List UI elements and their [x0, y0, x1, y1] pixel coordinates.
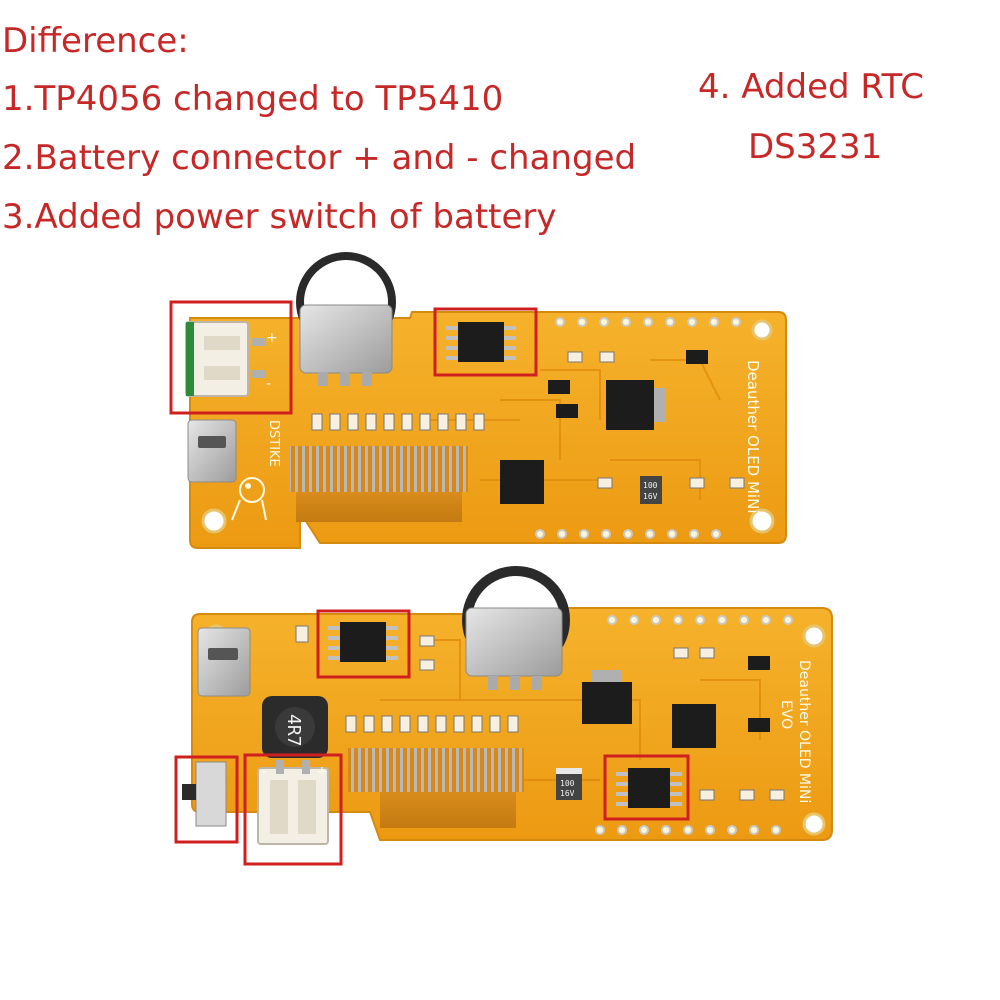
highlight-power-switch: [174, 755, 239, 844]
esp-chip: [500, 460, 544, 504]
mount-hole: [751, 319, 773, 341]
inductor-label: 4R7: [283, 714, 304, 747]
difference-item-4-line-2: DS3231: [748, 127, 883, 167]
connector-plus-label: +: [266, 330, 278, 346]
board-top: + - DSTIKE: [185, 252, 787, 549]
difference-item-2: 2.Battery connector + and - changed: [2, 138, 637, 178]
rotary-switch: [296, 252, 396, 386]
rtc-chip: [616, 768, 682, 808]
mount-hole: [802, 624, 826, 648]
voltage-regulator: [582, 682, 632, 724]
board-silk-label: Deauther OLED MiNi: [744, 360, 762, 514]
mount-hole: [201, 508, 227, 534]
capacitor-value: 100: [560, 779, 575, 788]
board-bottom: 4R7 - +: [182, 566, 833, 845]
highlight-battery-connector-bottom: [243, 753, 343, 866]
battery-connector: [257, 760, 329, 845]
rotary-switch: [462, 566, 570, 690]
connector-minus-label: -: [262, 764, 267, 780]
charger-ic: [446, 322, 516, 362]
inductor: 4R7: [262, 696, 328, 758]
difference-item-4-line-1: 4. Added RTC: [698, 67, 925, 107]
difference-item-3: 3.Added power switch of battery: [2, 197, 557, 237]
highlight-charger-ic-top: [433, 307, 538, 377]
board-silk-label-evo: EVO: [778, 700, 794, 729]
side-label: DSTIKE: [266, 420, 281, 467]
connector-minus-label: -: [266, 376, 271, 392]
capacitor-value: 100: [643, 481, 658, 490]
battery-power-switch: [182, 761, 227, 827]
voltage-regulator: [606, 380, 654, 430]
micro-usb-port: [197, 627, 251, 697]
highlight-battery-connector-top: [169, 300, 293, 415]
connector-plus-label: +: [316, 764, 328, 780]
micro-usb-port: [187, 419, 237, 483]
battery-connector: [185, 321, 249, 397]
esp-chip: [672, 704, 716, 748]
tantalum-capacitor: [640, 476, 662, 504]
charger-ic: [328, 622, 398, 662]
capacitor-voltage: 16V: [560, 789, 575, 798]
mount-hole: [802, 812, 826, 836]
highlight-charger-ic-bottom: [316, 609, 411, 679]
highlight-rtc-chip: [603, 754, 690, 821]
mount-hole: [749, 508, 775, 534]
oled-flex-connector: [348, 748, 524, 792]
heading-difference: Difference:: [2, 21, 189, 61]
oled-flex-connector: [290, 446, 468, 492]
logo-icon: [231, 477, 267, 521]
capacitor-voltage: 16V: [643, 492, 658, 501]
difference-item-1: 1.TP4056 changed to TP5410: [2, 79, 504, 119]
board-silk-label: Deauther OLED MiNi: [796, 660, 812, 803]
